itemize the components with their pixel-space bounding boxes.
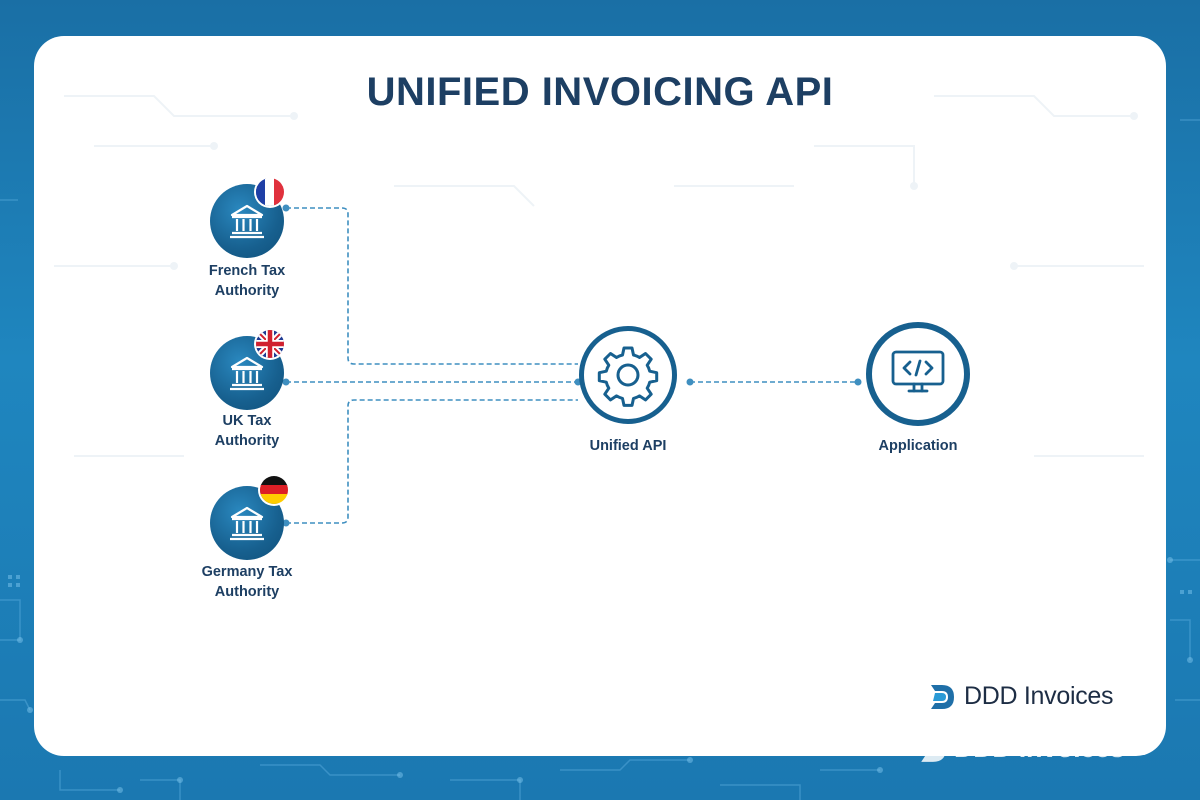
- uk-flag-icon: [256, 330, 284, 358]
- application-node: [866, 322, 970, 426]
- bank-building-icon: [230, 506, 264, 541]
- code-monitor-icon: [891, 350, 945, 393]
- uk-tax-authority-label: UK Tax Authority: [214, 413, 280, 449]
- bank-building-icon: [230, 204, 264, 239]
- france-flag-icon: [256, 178, 284, 206]
- gear-icon: [597, 346, 659, 407]
- connector-dot: [282, 204, 290, 212]
- germany-tax-authority-node: [210, 486, 284, 560]
- page-title: UNIFIED INVOICING API: [366, 70, 834, 114]
- brand-name: DDD Invoices: [964, 682, 1114, 710]
- connector-lines: [282, 204, 862, 527]
- connector-france-to-hub: [286, 207, 578, 365]
- unified-api-label: Unified API: [589, 438, 667, 454]
- connector-dot: [854, 378, 862, 386]
- unified-api-node: [579, 326, 677, 424]
- brand-name-watermark: DDD Invoices: [954, 733, 1125, 763]
- card-background-pattern: [54, 95, 1144, 457]
- connector-dot: [686, 378, 694, 386]
- germany-flag-icon: [260, 476, 288, 504]
- connector-dot: [282, 378, 290, 386]
- connector-germany-to-hub: [286, 399, 578, 524]
- brand-logo-watermark: DDD Invoices: [918, 733, 1125, 764]
- germany-tax-authority-label: Germany Tax Authority: [201, 564, 293, 600]
- ddd-logo-icon: [921, 735, 946, 762]
- brand-logo: DDD Invoices: [928, 682, 1114, 711]
- diagram-card: UNIFIED INVOICING API: [34, 36, 1166, 756]
- bank-building-icon: [230, 356, 264, 391]
- ddd-logo-icon: [931, 684, 954, 709]
- connector-dot: [282, 519, 290, 527]
- french-tax-authority-label: French Tax Authority: [208, 263, 286, 299]
- application-label: Application: [878, 438, 958, 454]
